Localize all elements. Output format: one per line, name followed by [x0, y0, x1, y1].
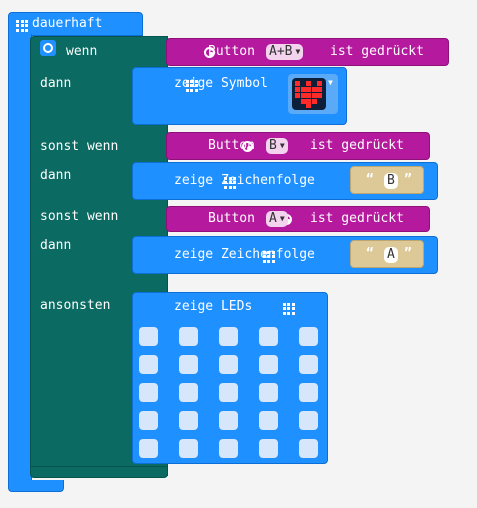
led-cell[interactable]: [139, 411, 158, 430]
condition-button-b[interactable]: [166, 132, 430, 160]
then-label-1: dann: [40, 76, 72, 91]
elseif-label-2: sonst wenn: [40, 209, 119, 224]
condition-suffix-1: ist gedrückt: [330, 44, 424, 59]
then-label-2: dann: [40, 168, 72, 183]
led-cell[interactable]: [259, 355, 278, 374]
led-cell[interactable]: [299, 355, 318, 374]
grid-icon: [224, 176, 237, 189]
grid-icon: [282, 302, 295, 315]
button-dropdown-a[interactable]: A▼: [266, 211, 288, 227]
radio-button-icon: [203, 47, 215, 58]
if-label: wenn: [66, 44, 98, 59]
condition-prefix-3: Button: [208, 211, 255, 226]
show-icon-label: zeige Symbol: [174, 76, 268, 91]
led-cell[interactable]: [219, 439, 238, 458]
grid-icon: [185, 79, 198, 92]
string-value-b[interactable]: B: [384, 173, 398, 189]
led-cell[interactable]: [219, 327, 238, 346]
radio-button-icon: [242, 141, 254, 152]
show-string-label-2: zeige Zeichenfolge: [174, 247, 315, 262]
string-block-b[interactable]: [350, 166, 424, 194]
led-cell[interactable]: [139, 327, 158, 346]
led-cell[interactable]: [259, 411, 278, 430]
led-cell[interactable]: [299, 439, 318, 458]
quote-close-icon: ”: [404, 246, 412, 261]
led-cell[interactable]: [179, 411, 198, 430]
led-cell[interactable]: [139, 439, 158, 458]
forever-block[interactable]: [8, 12, 143, 36]
led-cell[interactable]: [139, 383, 158, 402]
led-cell[interactable]: [219, 411, 238, 430]
heart-symbol-icon: [292, 78, 326, 110]
quote-open-icon: “: [366, 172, 374, 187]
led-cell[interactable]: [299, 383, 318, 402]
led-cell[interactable]: [179, 439, 198, 458]
then-label-3: dann: [40, 238, 72, 253]
condition-button-a[interactable]: [166, 206, 430, 232]
string-value-a[interactable]: A: [384, 247, 398, 263]
led-cell[interactable]: [179, 355, 198, 374]
condition-suffix-2: ist gedrückt: [310, 138, 404, 153]
led-cell[interactable]: [299, 327, 318, 346]
forever-body-spine: [8, 34, 32, 490]
button-value-ab: A+B: [269, 44, 293, 59]
led-cell[interactable]: [139, 355, 158, 374]
button-dropdown-ab[interactable]: A+B▼: [266, 44, 304, 60]
forever-label: dauerhaft: [32, 16, 103, 31]
quote-close-icon: ”: [404, 172, 412, 187]
condition-suffix-3: ist gedrückt: [310, 211, 404, 226]
grid-icon: [262, 250, 275, 263]
condition-prefix-2: Button: [208, 138, 255, 153]
chevron-down-icon: ▼: [279, 214, 285, 223]
show-string-label-1: zeige Zeichenfolge: [174, 173, 315, 188]
button-dropdown-b[interactable]: B▼: [266, 138, 288, 154]
led-cell[interactable]: [299, 411, 318, 430]
button-value-b: B: [269, 138, 277, 153]
show-leds-block[interactable]: [132, 292, 328, 464]
led-cell[interactable]: [259, 439, 278, 458]
condition-prefix-1: Button: [208, 44, 255, 59]
led-cell[interactable]: [179, 383, 198, 402]
gear-icon[interactable]: [40, 40, 56, 56]
chevron-down-icon: ▼: [279, 141, 285, 150]
button-value-a: A: [269, 211, 277, 226]
elseif-label-1: sonst wenn: [40, 139, 119, 154]
chevron-down-icon: ▼: [328, 78, 333, 87]
if-block-footer: [30, 466, 168, 478]
led-cell[interactable]: [219, 383, 238, 402]
show-leds-label: zeige LEDs: [174, 299, 253, 314]
grid-icon: [16, 19, 28, 32]
led-cell[interactable]: [219, 355, 238, 374]
else-label: ansonsten: [40, 298, 111, 313]
led-cell[interactable]: [259, 383, 278, 402]
forever-footer: [8, 480, 64, 492]
quote-open-icon: “: [366, 246, 374, 261]
symbol-dropdown[interactable]: ▼: [288, 74, 338, 114]
led-cell[interactable]: [259, 327, 278, 346]
led-cell[interactable]: [179, 327, 198, 346]
chevron-down-icon: ▼: [295, 47, 301, 56]
